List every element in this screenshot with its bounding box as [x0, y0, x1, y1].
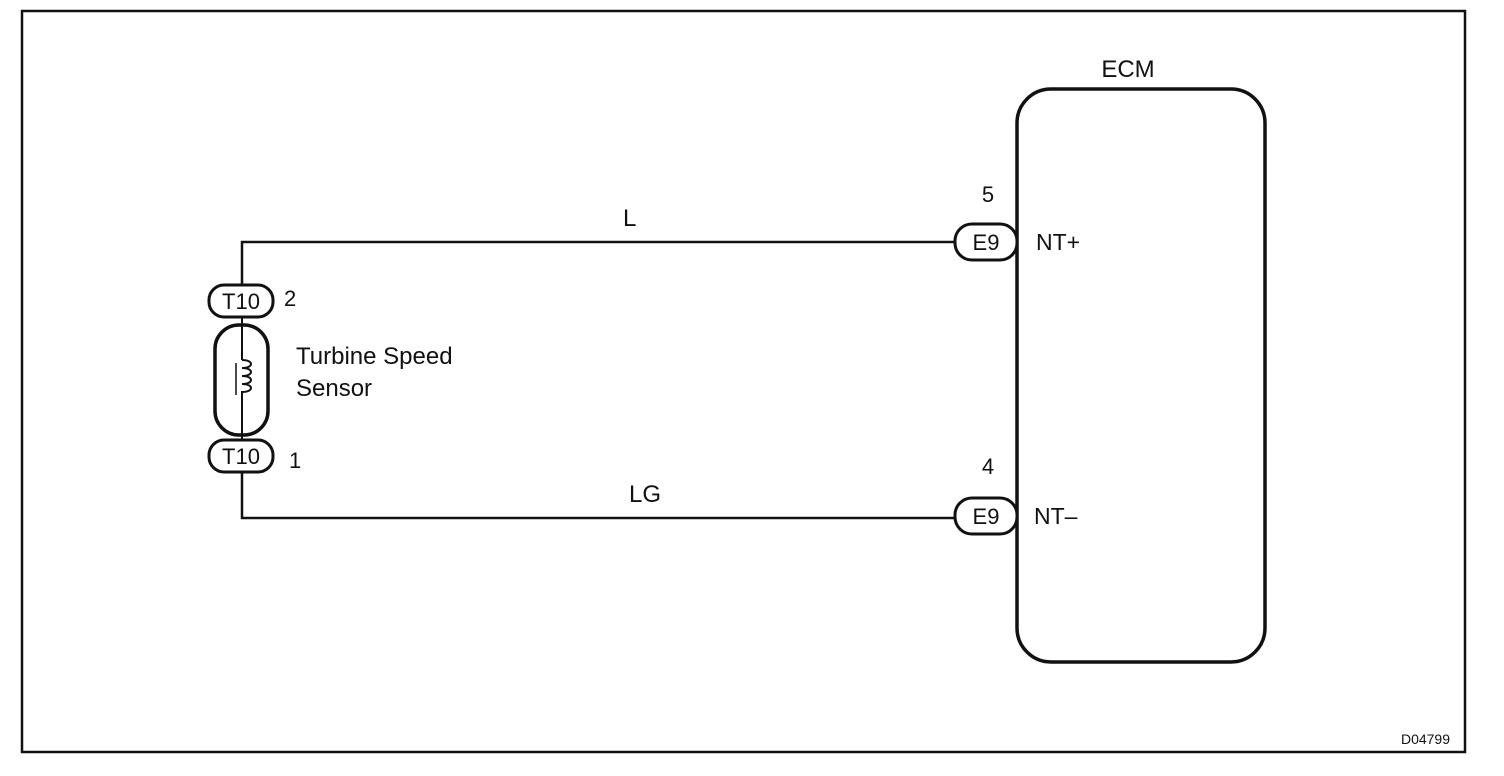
connector-t10-top-code: T10 — [222, 289, 260, 314]
figure-id: D04799 — [1401, 731, 1450, 747]
connector-e9-bottom-pin: 4 — [982, 454, 994, 479]
connector-t10-top: T10 — [207, 283, 275, 319]
connector-e9-top-code: E9 — [973, 230, 1000, 255]
connector-e9-bottom: E9 — [953, 496, 1019, 536]
connector-e9-top: E9 — [953, 222, 1019, 262]
wire-lower-color-code: LG — [629, 481, 661, 508]
ecm-terminal-nt-minus: NT– — [1034, 503, 1078, 529]
ecm-box — [1015, 87, 1267, 664]
connector-t10-bottom-pin: 1 — [289, 448, 301, 473]
connector-t10-bottom-code: T10 — [222, 444, 260, 469]
ecm-label: ECM — [1101, 56, 1154, 83]
wire-lower — [240, 472, 958, 520]
diagram-frame — [20, 9, 1467, 754]
ecm-terminal-nt-plus: NT+ — [1036, 229, 1080, 255]
connector-t10-bottom: T10 — [207, 438, 275, 474]
wire-upper — [240, 240, 958, 289]
connector-e9-bottom-code: E9 — [973, 504, 1000, 529]
sensor-label-line1: Turbine Speed — [296, 343, 453, 370]
coil-icon — [241, 359, 252, 398]
wire-upper-color-code: L — [623, 205, 636, 232]
connector-e9-top-pin: 5 — [982, 182, 994, 207]
connector-t10-top-pin: 2 — [284, 286, 296, 311]
sensor-label-line2: Sensor — [296, 375, 372, 402]
